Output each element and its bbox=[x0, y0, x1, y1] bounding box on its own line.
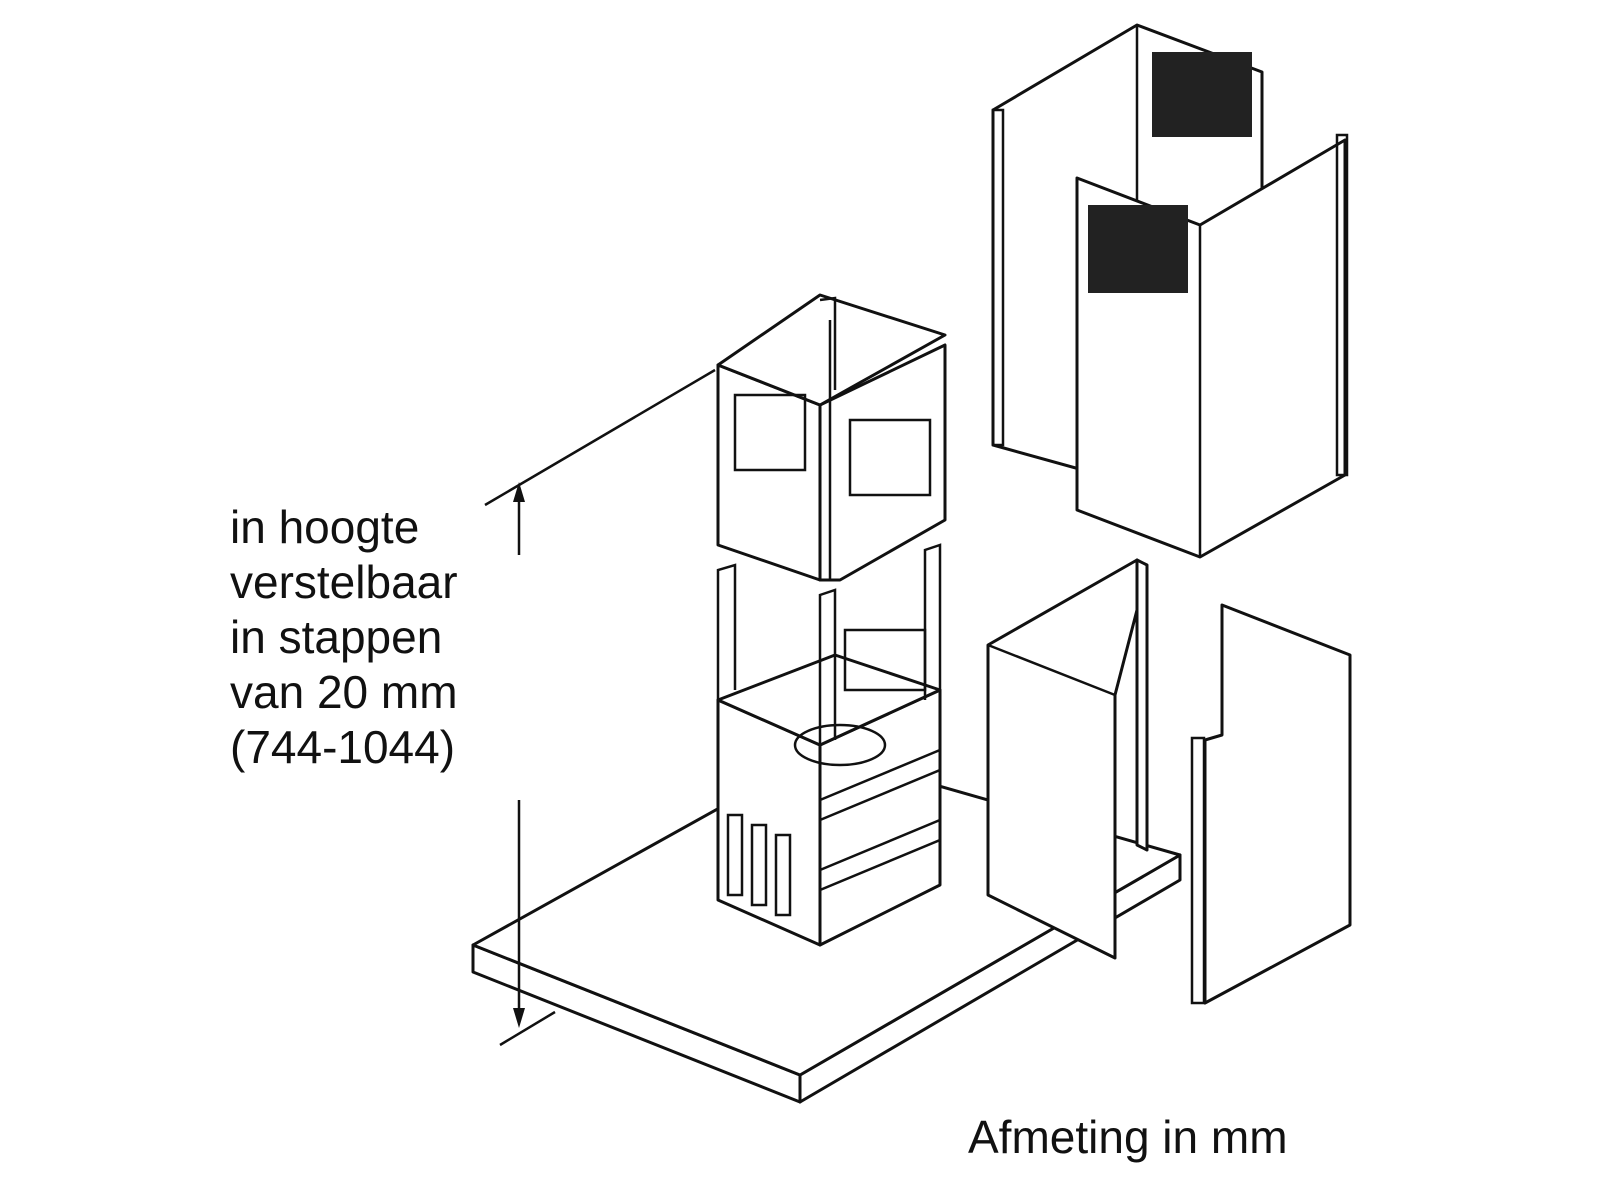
support-frame bbox=[716, 293, 947, 947]
unit-note: Afmeting in mm bbox=[968, 1111, 1288, 1163]
vent-slots bbox=[1088, 205, 1188, 293]
lower-chimney bbox=[986, 558, 1352, 1005]
height-dimension bbox=[484, 368, 716, 1047]
note-line: verstelbaar bbox=[230, 556, 458, 608]
arrow-up-icon bbox=[513, 482, 525, 502]
upper-chimney bbox=[991, 23, 1349, 559]
vent-slots bbox=[1152, 52, 1252, 137]
arrow-down-icon bbox=[513, 1008, 525, 1028]
height-adjustment-note: in hoogte verstelbaar in stappen van 20 … bbox=[230, 500, 458, 775]
note-line: van 20 mm bbox=[230, 666, 458, 718]
note-line: in stappen bbox=[230, 611, 443, 663]
note-line: (744-1044) bbox=[230, 721, 456, 773]
note-line: in hoogte bbox=[230, 501, 420, 553]
